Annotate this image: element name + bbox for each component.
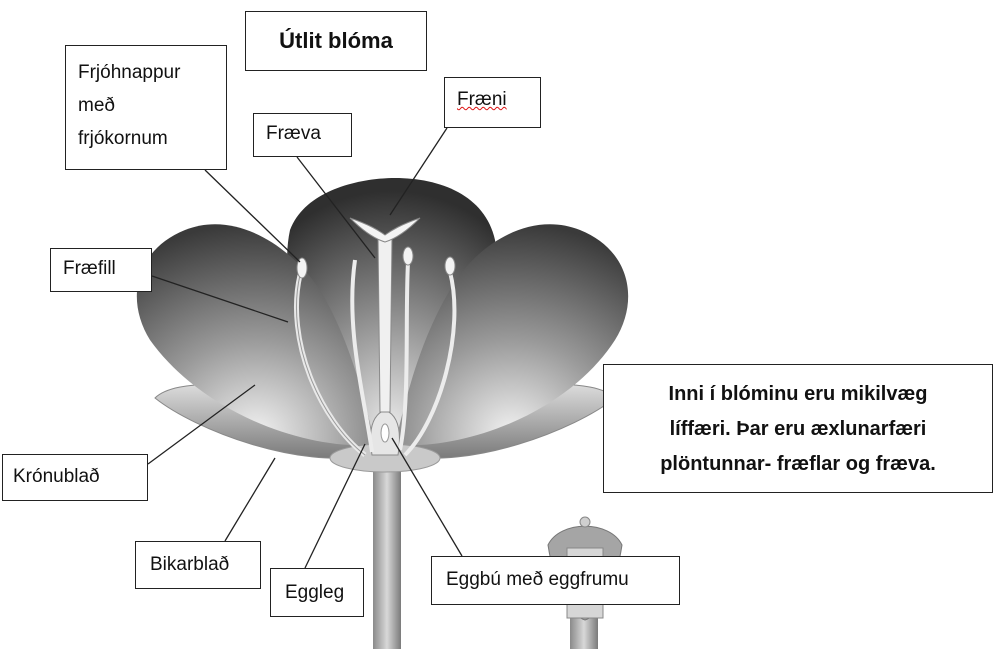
style (378, 235, 392, 412)
label-sepal: Bikarblað (135, 541, 261, 589)
label-anther: Frjóhnappur með frjókornum (65, 45, 227, 170)
label-petal: Krónublað (2, 454, 148, 501)
label-stamen: Fræfill (50, 248, 152, 292)
anther-3 (445, 257, 455, 275)
label-style: Eggleg (270, 568, 364, 617)
info-textbox: Inni í blóminu eru mikilvæg líffæri. Þar… (603, 364, 993, 493)
label-ovary: Eggbú með eggfrumu (431, 556, 680, 605)
label-stigma-text: Fræni (457, 89, 507, 110)
label-pistil: Fræva (253, 113, 352, 157)
anther-2 (403, 247, 413, 265)
diagram-title: Útlit blóma (245, 11, 427, 71)
label-stigma: Fræni (444, 77, 541, 128)
stem (373, 470, 401, 649)
